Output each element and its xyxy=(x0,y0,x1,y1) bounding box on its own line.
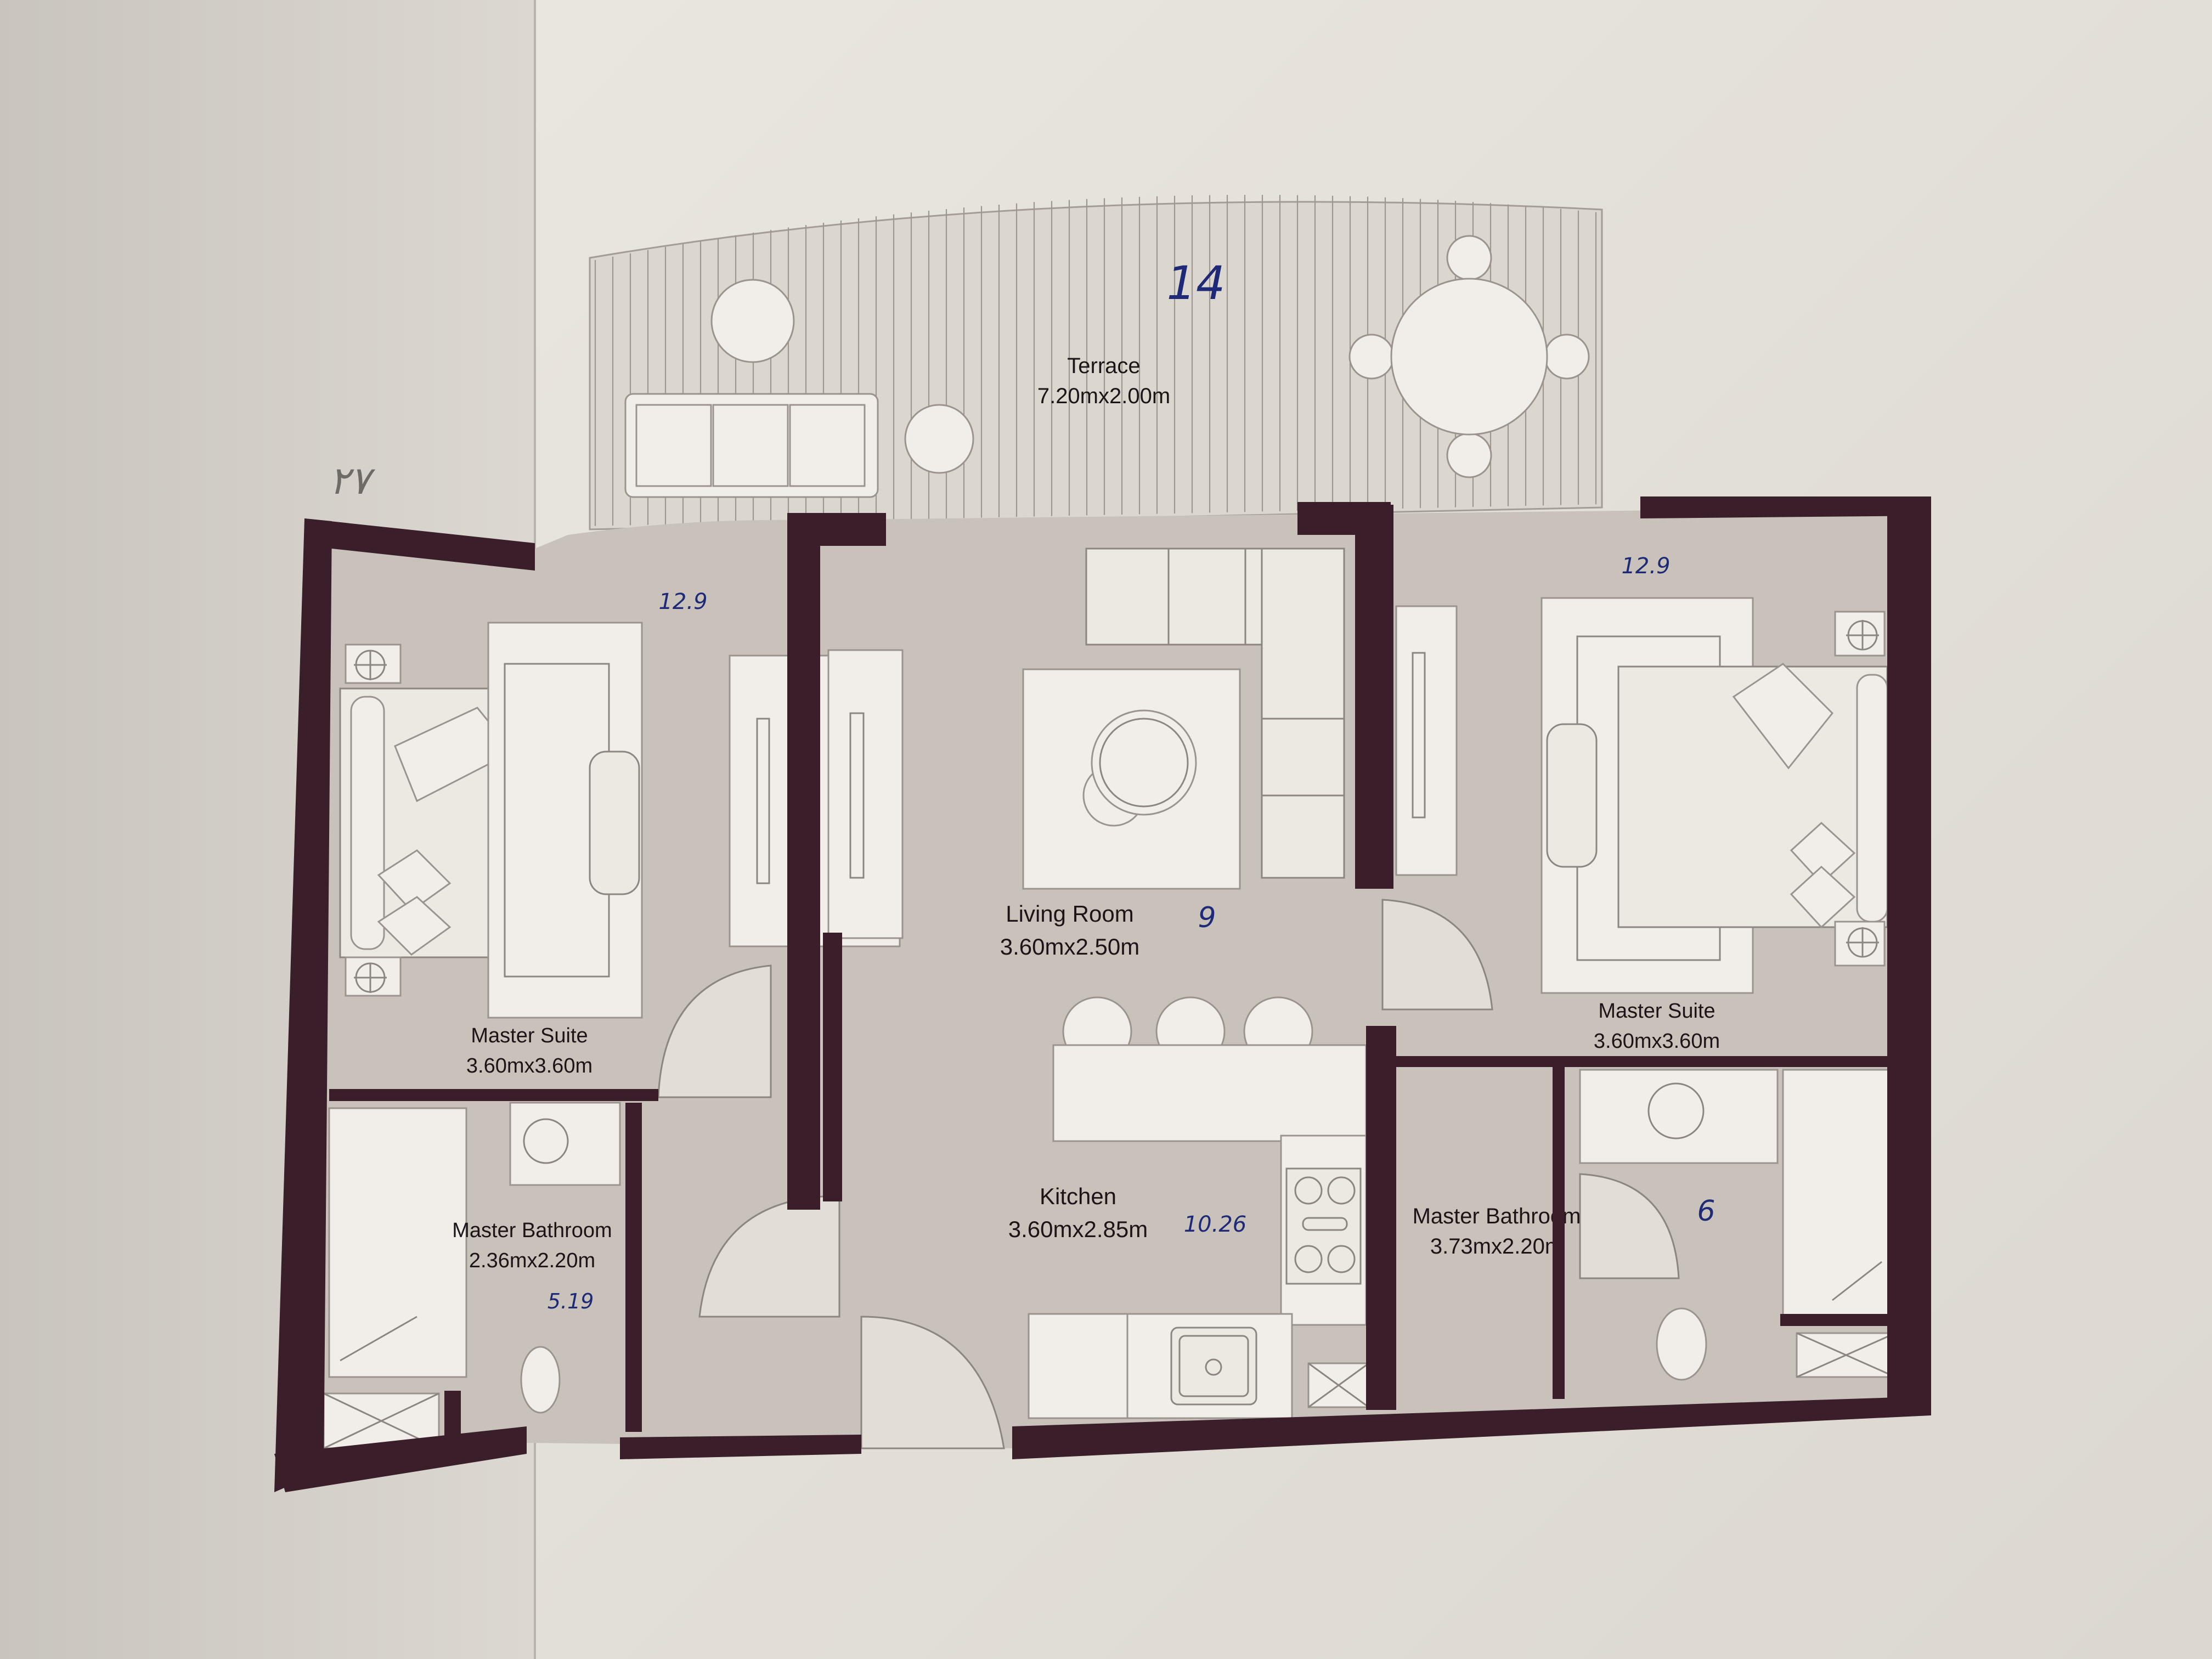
wall-right-top xyxy=(1640,496,1931,518)
kitchen-island xyxy=(1052,1044,1367,1142)
nightstand-lamp-icon xyxy=(1834,921,1886,967)
wall-partition xyxy=(1553,1059,1565,1399)
terrace-size: 7.20mx2.00m xyxy=(1037,384,1170,408)
wall-left-top xyxy=(304,518,535,571)
nightstand-lamp-icon xyxy=(345,644,402,684)
wall-left-bottom xyxy=(274,1426,527,1492)
wall-left-outer xyxy=(274,518,332,1492)
master-bathroom-right: Master Bathroom 3.73mx2.20m 6 xyxy=(1413,1069,1897,1381)
bath-left-handwritten-area: 5.19 xyxy=(548,1289,594,1313)
nightstand-lamp-icon xyxy=(1834,611,1886,657)
suite-right-name: Master Suite xyxy=(1598,1000,1715,1023)
coffee-table xyxy=(1091,709,1197,816)
terrace-handwritten-area: 14 xyxy=(1167,256,1226,310)
kitchen-handwritten-area: 10.26 xyxy=(1184,1212,1247,1237)
wall-partition xyxy=(820,513,886,546)
wall-partition xyxy=(1366,1026,1396,1410)
shower-left xyxy=(328,1107,467,1378)
suite-left-size: 3.60mx3.60m xyxy=(466,1054,592,1077)
door-swing-kitchen xyxy=(860,1316,1005,1449)
pillow-icon xyxy=(1790,821,1856,885)
terrace: Terrace 7.20mx2.00m 14 xyxy=(589,195,1603,531)
cabinet-cross-icon xyxy=(1796,1332,1897,1378)
nightstand-lamp-icon xyxy=(345,956,402,997)
washbasin-icon xyxy=(1579,1069,1779,1164)
door-swing-living xyxy=(1381,899,1493,1011)
terrace-side-table xyxy=(904,404,974,474)
pillow-icon xyxy=(377,849,452,912)
terrace-dining-set xyxy=(1348,235,1590,478)
wall-partition xyxy=(625,1103,642,1432)
suite-left-handwritten-area: 12.9 xyxy=(658,589,707,614)
washbasin-icon xyxy=(509,1102,621,1186)
suite-right-handwritten-area: 12.9 xyxy=(1621,554,1670,579)
apartment-floor xyxy=(296,507,1909,1470)
suite-right-size: 3.60mx3.60m xyxy=(1594,1030,1720,1053)
bench-right xyxy=(1546,723,1598,868)
bath-right-handwritten-area: 6 xyxy=(1697,1195,1715,1228)
kitchen-name: Kitchen xyxy=(1040,1183,1116,1209)
living-room: Living Room 3.60mx2.50m 9 xyxy=(827,548,1493,1011)
terrace-stool xyxy=(710,279,795,363)
wall-partition xyxy=(1396,1056,1893,1067)
bath-left-name: Master Bathroom xyxy=(452,1219,612,1242)
terrace-name: Terrace xyxy=(1067,354,1140,378)
bath-right-size: 3.73mx2.20m xyxy=(1430,1234,1563,1259)
wall-partition xyxy=(329,1089,658,1101)
wardrobe-right xyxy=(1395,605,1458,876)
fridge xyxy=(1028,1313,1128,1419)
walls xyxy=(274,496,1931,1492)
wall-right-outer xyxy=(1887,496,1931,1407)
wall-partition xyxy=(823,933,842,1201)
suite-left-name: Master Suite xyxy=(471,1024,588,1047)
kitchen: Kitchen 3.60mx2.85m 10.26 xyxy=(657,964,1370,1449)
living-handwritten-area: 9 xyxy=(1198,901,1216,934)
door-swing-bath-left xyxy=(657,964,772,1098)
kitchen-size: 3.60mx2.85m xyxy=(1008,1216,1148,1242)
cooktop-icon xyxy=(1285,1167,1362,1285)
toilet-icon xyxy=(520,1346,561,1414)
toilet-icon xyxy=(1656,1307,1707,1381)
shower-right xyxy=(1782,1069,1894,1318)
master-bathroom-left: Master Bathroom 2.36mx2.20m 5.19 xyxy=(323,1102,621,1449)
wall-partition xyxy=(444,1391,461,1462)
living-size: 3.60mx2.50m xyxy=(1000,934,1139,960)
cabinet-cross-icon xyxy=(1307,1362,1370,1408)
door-swing-bath-right xyxy=(1579,1173,1680,1279)
terrace-sofa xyxy=(624,393,879,498)
pillow-icon xyxy=(1790,865,1856,929)
wall-kitchen-bottom xyxy=(620,1435,861,1459)
living-name: Living Room xyxy=(1006,901,1133,927)
wall-right-bottom xyxy=(1012,1396,1931,1459)
bench-left xyxy=(589,751,640,895)
master-suite-right: Master Suite 3.60mx3.60m 12.9 xyxy=(1395,554,1888,1053)
wall-partition xyxy=(1780,1314,1893,1326)
margin-pencil-note: ٢٧ xyxy=(329,458,376,503)
bath-left-size: 2.36mx2.20m xyxy=(469,1249,595,1272)
tv-unit xyxy=(827,649,904,939)
sink-icon xyxy=(1170,1327,1257,1406)
wall-partition xyxy=(787,513,820,1210)
wall-partition xyxy=(1355,505,1393,889)
pillow-icon xyxy=(377,896,452,956)
